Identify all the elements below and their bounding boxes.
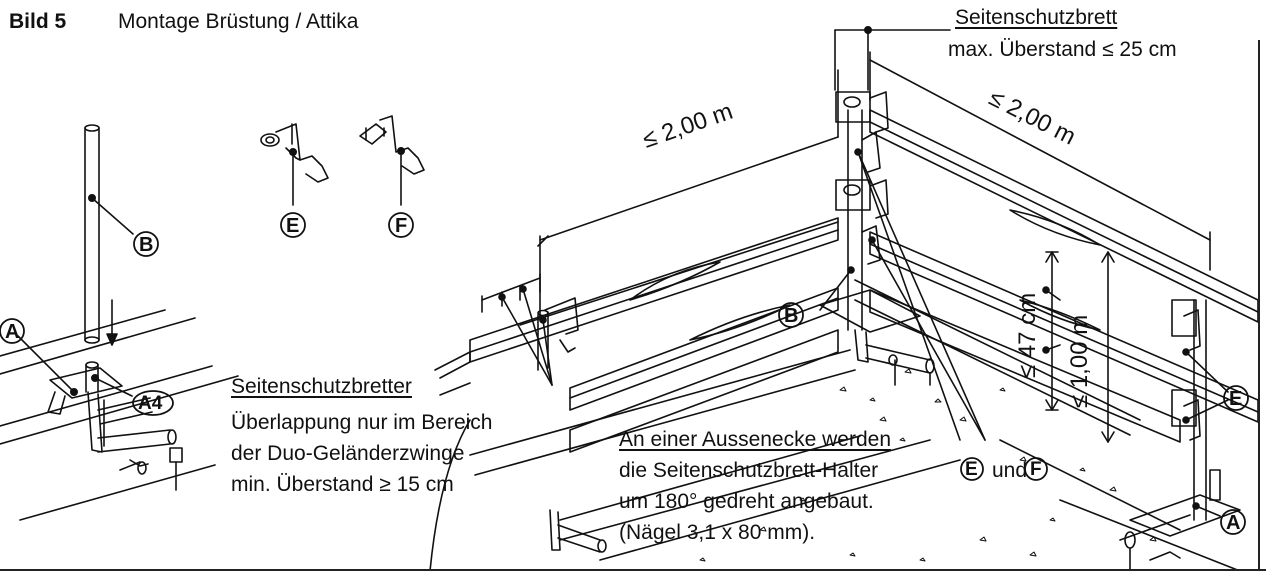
dim-post-spacing: ≤ 47 cm bbox=[1014, 292, 1041, 378]
main-assembly bbox=[429, 25, 1259, 571]
note-top-right-heading: Seitenschutzbrett bbox=[955, 6, 1118, 29]
note-bottom-und: und bbox=[992, 459, 1028, 482]
bracket-e-detail bbox=[260, 123, 329, 206]
label-e-right: E bbox=[1229, 388, 1243, 410]
note-bottom-line3: (Nägel 3,1 x 80 mm). bbox=[619, 521, 816, 544]
concrete-speckle bbox=[699, 368, 1157, 562]
marker-a4 bbox=[132, 390, 174, 416]
label-e-top: E bbox=[286, 215, 300, 237]
marker-a-left bbox=[0, 318, 25, 344]
label-f-top: F bbox=[395, 215, 408, 237]
note-left-heading: Seitenschutzbretter bbox=[231, 375, 412, 398]
note-left-line2: der Duo-Geländerzwinge bbox=[231, 442, 465, 465]
label-b-left: B bbox=[139, 234, 154, 256]
marker-f-top bbox=[388, 212, 414, 238]
marker-b-left bbox=[133, 231, 159, 257]
marker-b-main bbox=[778, 302, 804, 328]
marker-a-right bbox=[1220, 509, 1246, 535]
marker-e-note bbox=[960, 457, 984, 481]
bottom-border bbox=[0, 569, 1266, 571]
note-bottom-e: E bbox=[965, 459, 978, 480]
note-left-line3: min. Überstand ≥ 15 cm bbox=[231, 473, 454, 496]
note-bottom-f: F bbox=[1030, 459, 1042, 480]
label-a4: A4 bbox=[138, 393, 163, 414]
note-top-right-line1: max. Überstand ≤ 25 cm bbox=[948, 38, 1177, 61]
label-a-right: A bbox=[1226, 512, 1241, 534]
label-a-left: A bbox=[5, 321, 20, 343]
part-markers bbox=[0, 212, 1249, 535]
figure-title: Montage Brüstung / Attika bbox=[118, 10, 359, 33]
note-bottom-heading: An einer Aussenecke werden bbox=[619, 428, 892, 451]
label-b-main: B bbox=[784, 305, 799, 327]
note-bottom-line2: um 180° gedreht angebaut. bbox=[619, 490, 874, 513]
note-left-line1: Überlappung nur im Bereich bbox=[231, 411, 493, 434]
dim-height: ≤ 1,00 m bbox=[1066, 314, 1093, 408]
figure-label: Bild 5 bbox=[9, 10, 67, 33]
bracket-f-detail bbox=[359, 115, 425, 206]
marker-e-right bbox=[1223, 385, 1249, 411]
marker-f-note bbox=[1024, 457, 1048, 481]
marker-e-top bbox=[280, 212, 306, 238]
post-b-detail bbox=[0, 124, 239, 521]
note-bottom-line1-pre: die Seitenschutzbrett-Halter bbox=[619, 459, 879, 482]
right-border bbox=[1258, 40, 1260, 571]
